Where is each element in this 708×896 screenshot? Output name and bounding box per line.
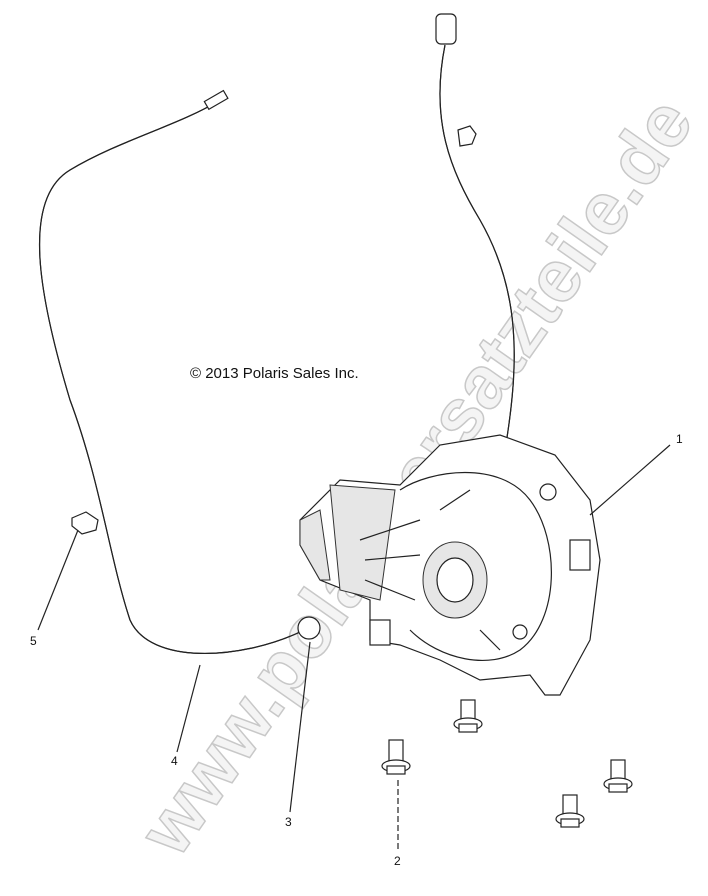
- hose-clip-top: [457, 125, 477, 147]
- callout-2[interactable]: 2: [394, 854, 401, 868]
- callout-3[interactable]: 3: [285, 815, 292, 829]
- callout-5[interactable]: 5: [30, 634, 37, 648]
- copyright-text: © 2013 Polaris Sales Inc.: [190, 365, 359, 382]
- bolts: [381, 699, 633, 828]
- leader-lines: [37, 444, 671, 850]
- gearcase: [299, 434, 601, 696]
- callout-4[interactable]: 4: [171, 754, 178, 768]
- callout-1[interactable]: 1: [676, 432, 683, 446]
- hose-cap: [435, 13, 457, 45]
- clamp: [297, 616, 321, 640]
- hose-clip: [71, 511, 99, 535]
